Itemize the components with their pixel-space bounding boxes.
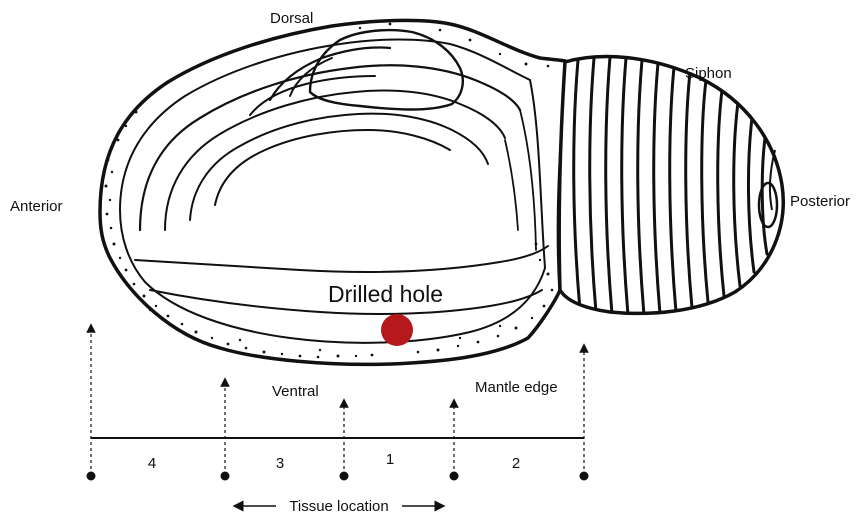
section-number: 4 bbox=[148, 455, 156, 472]
boundary-dot bbox=[87, 472, 96, 481]
ventral-label: Ventral bbox=[272, 383, 319, 400]
posterior-label: Posterior bbox=[790, 193, 850, 210]
boundary-dot bbox=[580, 472, 589, 481]
tissue-location-label: Tissue location bbox=[289, 498, 389, 515]
drilled-hole-label: Drilled hole bbox=[328, 281, 443, 307]
siphon bbox=[559, 57, 783, 315]
section-number: 3 bbox=[276, 455, 284, 472]
section-number: 2 bbox=[512, 455, 520, 472]
boundary-dots bbox=[87, 472, 589, 481]
section-number: 1 bbox=[386, 451, 394, 468]
siphon-label: Siphon bbox=[685, 65, 732, 82]
mantle-edge-label: Mantle edge bbox=[475, 379, 558, 396]
boundary-dot bbox=[340, 472, 349, 481]
drilled-hole-marker bbox=[381, 314, 413, 346]
anterior-label: Anterior bbox=[10, 198, 63, 215]
boundary-dot bbox=[450, 472, 459, 481]
dorsal-label: Dorsal bbox=[270, 10, 313, 27]
boundary-dot bbox=[221, 472, 230, 481]
